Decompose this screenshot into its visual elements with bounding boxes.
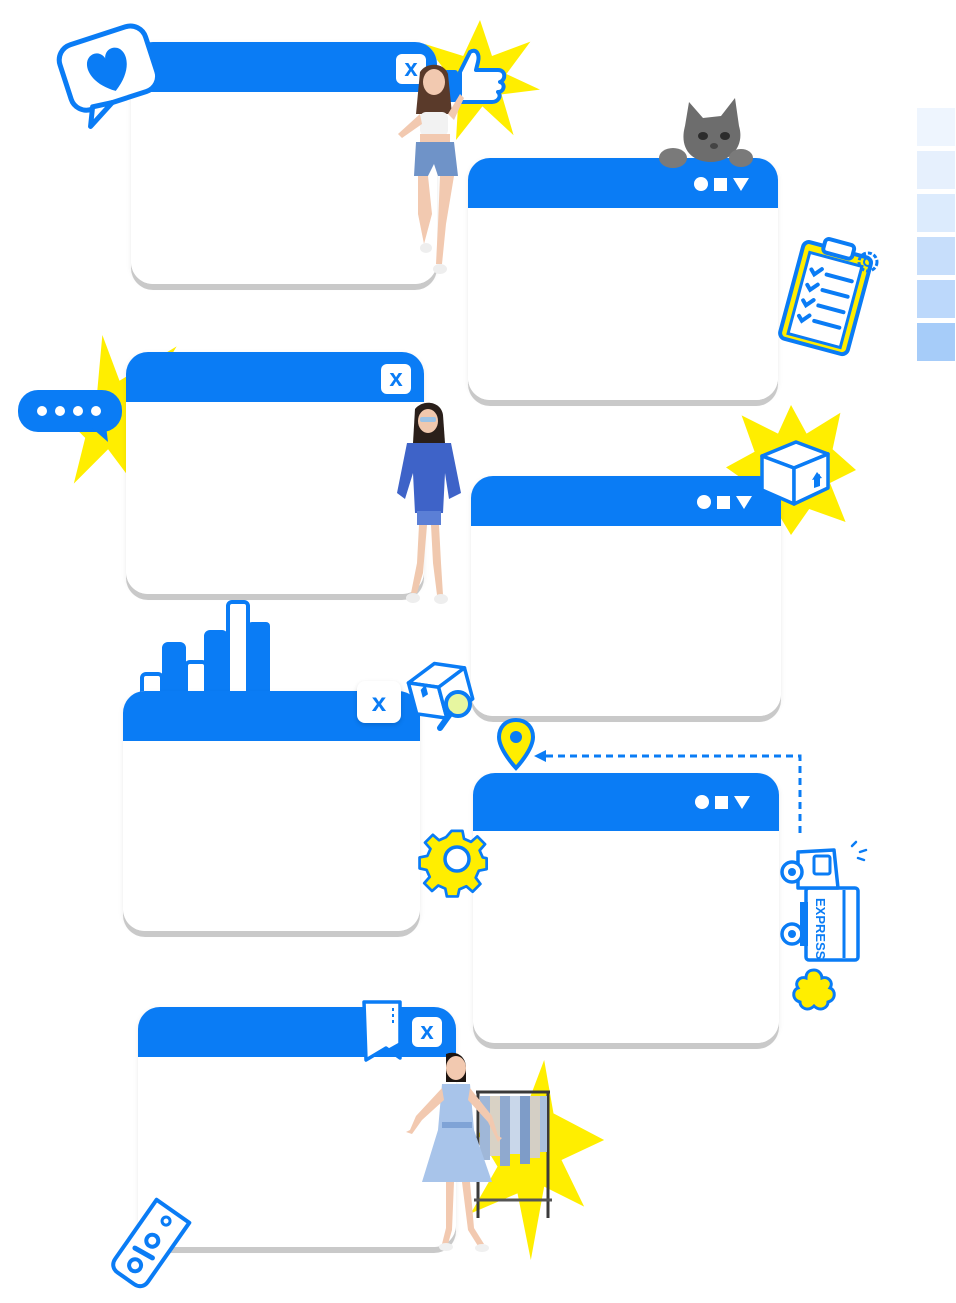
window-5-body — [123, 741, 420, 931]
window-3-body — [126, 402, 424, 594]
window-3: x — [126, 352, 424, 594]
window-6 — [473, 773, 779, 1043]
color-swatch-3 — [917, 194, 955, 232]
route-arrow — [534, 750, 802, 838]
window-5-close-button[interactable]: x — [357, 681, 401, 723]
window-2-square-button[interactable] — [714, 177, 727, 191]
truck-express-label: EXPRESS — [813, 898, 828, 960]
window-2-triangle-button[interactable] — [733, 177, 749, 191]
window-4-body — [471, 526, 781, 716]
window-6-title-bar — [473, 773, 779, 831]
clipboard-checklist-icon — [778, 237, 879, 357]
window-4-controls — [697, 495, 752, 509]
delivery-truck-icon: EXPRESS — [780, 840, 868, 962]
window-4-square-button[interactable] — [717, 495, 730, 509]
bookmark-icon — [362, 1000, 402, 1062]
window-4-triangle-button[interactable] — [736, 495, 752, 509]
window-2 — [468, 158, 778, 400]
window-7: x — [138, 1007, 456, 1247]
window-5: x — [123, 681, 420, 931]
window-1-title-bar — [131, 42, 437, 92]
window-6-controls — [695, 795, 750, 809]
window-4-dot-button[interactable] — [697, 495, 711, 509]
package-search-icon — [406, 661, 475, 731]
color-swatch-5 — [917, 280, 955, 318]
window-3-title-bar — [126, 352, 424, 402]
chat-bubble-icon — [18, 390, 122, 442]
window-2-body — [468, 208, 778, 400]
window-6-triangle-button[interactable] — [734, 795, 750, 809]
window-7-close-button[interactable]: x — [412, 1017, 442, 1047]
color-swatch-1 — [917, 108, 955, 146]
window-6-square-button[interactable] — [715, 795, 728, 809]
package-box-icon — [760, 440, 830, 506]
discount-tag-icon — [111, 1197, 192, 1289]
smoke-puff-icon — [792, 968, 836, 1011]
bar-chart-icon — [140, 600, 270, 716]
person-photo-1 — [398, 64, 464, 274]
window-7-body — [138, 1057, 456, 1247]
person-photo-2 — [397, 402, 461, 604]
location-pin-icon — [496, 717, 536, 771]
gear-icon — [418, 829, 489, 898]
color-swatch-6 — [917, 323, 955, 361]
window-2-dot-button[interactable] — [694, 177, 708, 191]
window-7-title-bar — [138, 1007, 456, 1057]
window-4 — [471, 476, 781, 716]
window-2-controls — [694, 177, 749, 191]
window-3-close-button[interactable]: x — [381, 364, 411, 394]
window-6-dot-button[interactable] — [695, 795, 709, 809]
color-swatch-2 — [917, 151, 955, 189]
yellow-burst-4 — [470, 1060, 605, 1260]
window-6-body — [473, 831, 779, 1043]
window-1-body — [131, 92, 437, 284]
window-1: x — [131, 42, 437, 284]
cat-photo — [659, 98, 753, 168]
heart-icon — [56, 23, 161, 129]
color-swatch-4 — [917, 237, 955, 275]
person-photo-3 — [406, 1052, 502, 1252]
